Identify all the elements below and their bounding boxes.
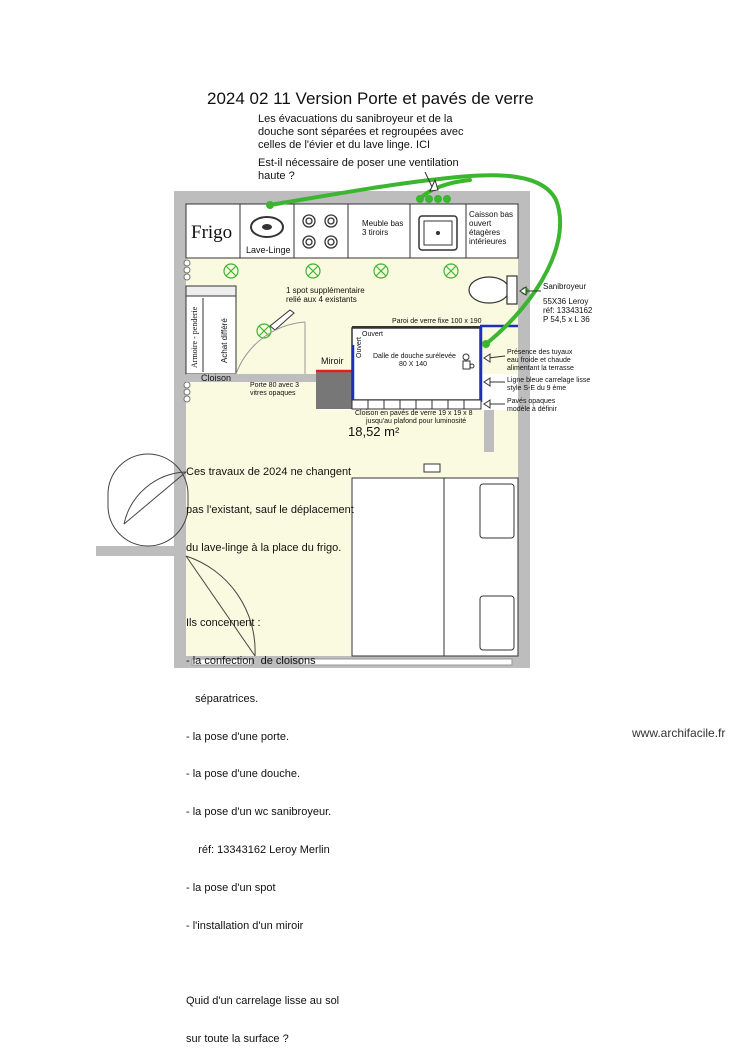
shower-mixer-icon	[462, 353, 475, 370]
page-title: 2024 02 11 Version Porte et pavés de ver…	[207, 89, 534, 108]
cabinet-label-2: ouvert	[469, 219, 492, 228]
notes-line: - la pose d'une porte.	[186, 730, 290, 743]
partition-wall	[186, 374, 316, 382]
glass-block-label-1: Cloison en pavés de verre 19 x 19 x 8	[355, 410, 473, 417]
notes-line: Quid d'un carrelage lisse au sol	[186, 995, 340, 1008]
open-label-top: Ouvert	[362, 331, 384, 338]
notes-line: - la pose d'une douche.	[186, 768, 301, 781]
annotation-arrows	[483, 286, 541, 409]
notes-line: - la confection de cloisons	[186, 655, 316, 668]
bed	[351, 477, 519, 657]
glass-wall-label: Paroi de verre fixe 100 x 190	[392, 318, 482, 325]
ceiling-spot-icon	[223, 263, 459, 339]
washing-machine-label: Lave-Linge	[246, 245, 291, 255]
blue-line-note-2: style S-E du 9 ème	[507, 385, 567, 392]
cabinet-label-1: Caisson bas	[469, 210, 514, 219]
drawer-count-label: 3 tiroirs	[362, 228, 389, 237]
notes-line: - la pose d'un spot	[186, 881, 276, 894]
opaque-blocks-note-1: Pavés opaques	[507, 398, 556, 405]
notes-line: Ces travaux de 2024 ne changent	[186, 466, 352, 479]
sanibroyeur-size: 55X36 Leroy	[543, 297, 589, 306]
toilet-icon	[468, 275, 518, 305]
notes-line	[186, 957, 354, 970]
spot-pointer-arrow	[269, 309, 295, 331]
sanibroyeur-dims: P 54,5 x L 36	[543, 315, 590, 324]
notes-line: - l'installation d'un miroir	[186, 919, 304, 932]
shower-tray-label-1: Dalle de douche surélevée	[373, 353, 456, 360]
watermark[interactable]: www.archifacile.fr	[632, 726, 726, 740]
frigo-label: Frigo	[191, 222, 233, 243]
notes-line: séparatrices.	[186, 692, 259, 705]
door-label-2: vitres opaques	[250, 390, 296, 397]
notes-line	[186, 580, 354, 593]
notes-line: réf: 13343162 Leroy Merlin	[186, 844, 330, 856]
wardrobe-label: Armoire - penderie	[190, 306, 199, 368]
blue-line-note-1: Ligne bleue carrelage lisse	[507, 377, 591, 384]
sink-icon	[418, 215, 458, 251]
window-door-swing	[185, 555, 256, 657]
sanibroyeur-label: Sanibroyeur	[543, 282, 587, 291]
pipe-junction-icon	[266, 195, 529, 348]
wall-notch	[484, 410, 494, 452]
washing-machine-drum-icon	[250, 216, 284, 238]
opaque-blocks-note-2: modèle à définir	[507, 406, 557, 413]
bottom-window	[191, 658, 513, 666]
open-label-side: Ouvert	[356, 336, 363, 358]
entry-door	[107, 453, 189, 547]
cooktop-icon	[302, 214, 338, 249]
mirror-label: Miroir	[321, 356, 344, 366]
pipes-note-3: alimentant la terrasse	[507, 365, 574, 372]
washing-machine-door-icon	[262, 224, 272, 230]
drawer-unit-label: Meuble bas	[362, 219, 404, 228]
cabinet-label-3: étagères	[469, 228, 501, 237]
right-wall-lower	[518, 452, 530, 668]
door-label-1: Porte 80 avec 3	[250, 382, 300, 389]
cabinet-label-4: intérieures	[469, 237, 507, 246]
notes-line: pas l'existant, sauf le déplacement	[186, 503, 354, 516]
notes-line: - la pose d'un wc sanibroyeur.	[186, 806, 332, 819]
notes-line: du lave-linge à la place du frigo.	[186, 541, 342, 554]
sanibroyeur-ref: réf: 13343162	[543, 306, 593, 315]
floor-plan	[96, 171, 562, 668]
entry-door-swing	[123, 471, 187, 525]
glass-block-wall	[351, 399, 482, 410]
wardrobe	[185, 285, 237, 375]
wall-vent-icon	[183, 259, 191, 403]
glass-block-label-2: jusqu'au plafond pour luminosité	[366, 418, 467, 425]
partition-label: Cloison	[201, 373, 232, 383]
shower-tray	[351, 327, 481, 401]
small-table	[423, 463, 441, 473]
shower-tray-label-2: 80 X 140	[399, 361, 428, 368]
area-value: 18,52 m²	[348, 424, 400, 439]
pipes-note-2: eau froide et chaude	[507, 357, 571, 364]
spot-label-2: relié aux 4 existants	[286, 295, 357, 304]
ventilation-question: Est-il nécessaire de poser une ventilati…	[258, 157, 459, 182]
mirror-wall	[316, 371, 352, 409]
notes-line: Ils concernent :	[186, 617, 261, 630]
drain-question: Les évacuations du sanibroyeur et de la …	[258, 113, 464, 151]
door-swing	[235, 321, 306, 375]
notes-line: sur toute la surface ?	[186, 1032, 289, 1045]
deferred-purchase-label: Achat différé	[220, 318, 229, 363]
spot-label-1: 1 spot supplémentaire	[286, 286, 365, 295]
pipes-note-1: Présence des tuyaux	[507, 349, 573, 356]
